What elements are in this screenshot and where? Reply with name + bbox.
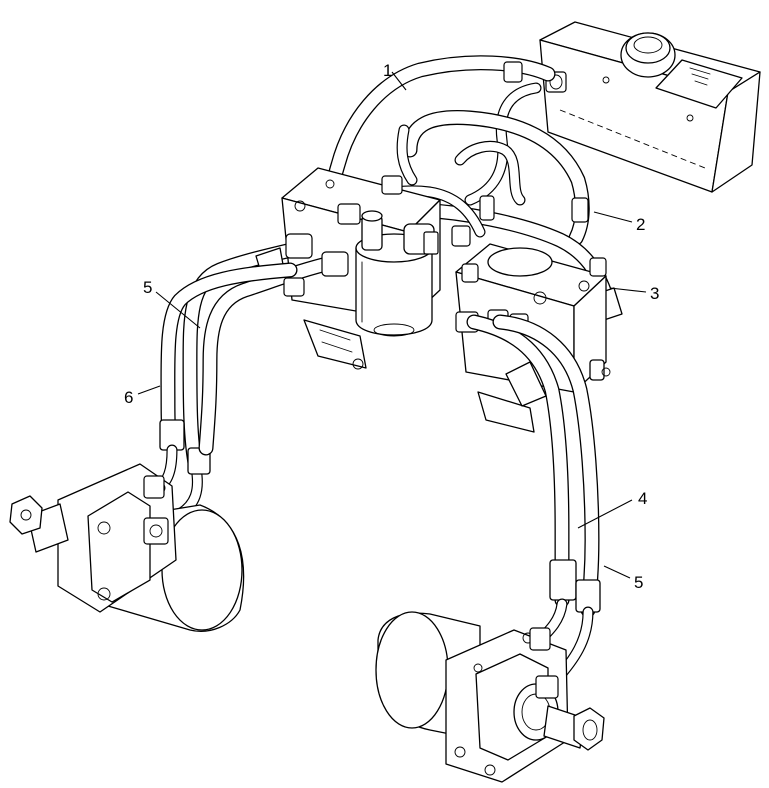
right-motor-shaft — [543, 705, 605, 751]
callout-4: 4 — [638, 489, 647, 508]
callout-3: 3 — [650, 284, 659, 303]
hydraulic-reservoir — [539, 21, 761, 193]
right-wheel-motor — [375, 611, 605, 783]
right-valve-bracket — [477, 391, 535, 433]
callout-2: 2 — [636, 215, 645, 234]
callout-1: 1 — [383, 61, 392, 80]
reservoir-filler-cap — [620, 32, 676, 78]
callout-6: 6 — [124, 388, 133, 407]
callout-5-right: 5 — [634, 573, 643, 592]
reservoir-decal — [655, 59, 743, 109]
callout-5-left: 5 — [143, 278, 152, 297]
hose-5-right — [492, 314, 601, 686]
hose-6 — [152, 251, 349, 494]
left-valve-bracket — [303, 319, 367, 369]
hose-4 — [466, 314, 577, 646]
left-wheel-motor — [9, 463, 245, 632]
left-motor-shaft — [9, 495, 69, 553]
hose-2 — [396, 109, 590, 246]
callout-leaders — [137, 71, 647, 579]
callout-labels: 1 2 3 5 6 4 5 — [124, 61, 659, 592]
right-side-port — [589, 359, 611, 381]
